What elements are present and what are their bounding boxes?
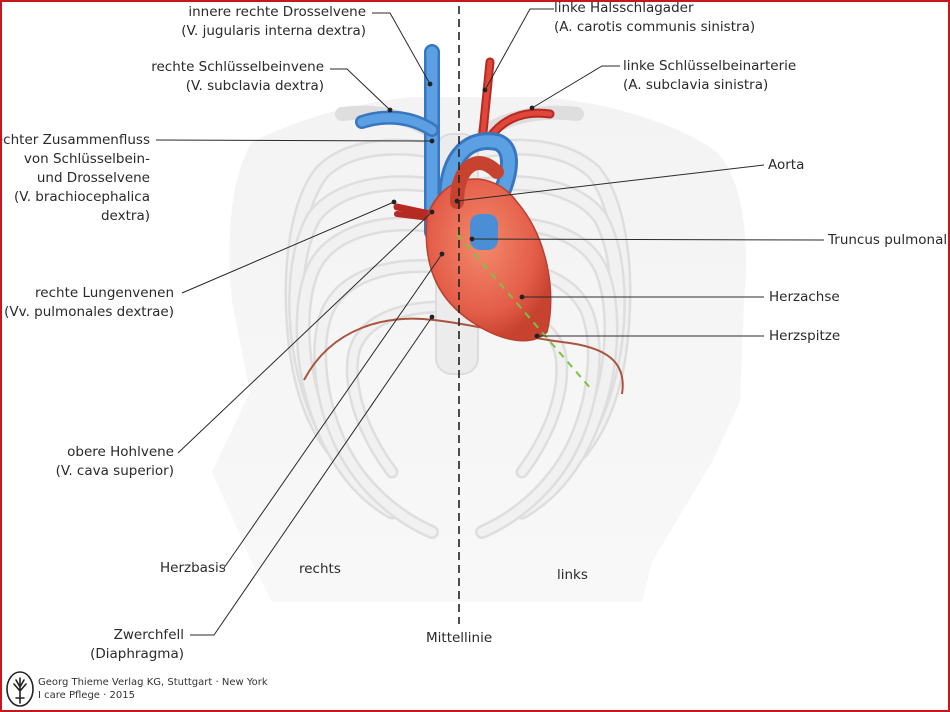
aorta-arch [450, 156, 504, 209]
label-heart-apex: Herzspitze [769, 328, 841, 344]
label-superior-vena-cava: obere Hohlvene (V. cava superior) [55, 444, 174, 479]
label-heart-axis: Herzachse [769, 289, 840, 305]
label-subclavian-vein: rechte Schlüsselbeinvene (V. subclavia d… [151, 59, 324, 94]
publisher-credit: Georg Thieme Verlag KG, Stuttgart · New … [38, 677, 268, 701]
label-pulmonary-veins: rechte Lungenvenen (Vv. pulmonales dextr… [4, 285, 174, 320]
leader-dots [387, 81, 540, 339]
tree-logo-icon [6, 671, 34, 707]
label-brachiocephalic-vein: rechter Zusammenfluss von Schlüsselbein-… [0, 132, 150, 224]
pulmonary-trunk [470, 214, 498, 250]
label-aorta: Aorta [768, 157, 805, 173]
heart [425, 178, 552, 342]
label-left-side: links [557, 567, 588, 583]
leader-lines [155, 8, 825, 636]
label-subclavian-artery: linke Schlüsselbeinarterie (A. subclavia… [623, 58, 797, 93]
label-jugular-vein: innere rechte Drosselvene (V. jugularis … [181, 4, 366, 39]
label-carotid-artery: linke Halsschlagader (A. carotis communi… [554, 0, 756, 35]
label-midline: Mittellinie [426, 630, 493, 646]
label-diaphragm: Zwerchfell (Diaphragma) [90, 627, 184, 662]
heart-axis-line [456, 233, 593, 391]
label-pulmonary-trunk: Truncus pulmonalis [828, 232, 950, 248]
label-right-side: rechts [299, 561, 341, 577]
label-heart-base: Herzbasis [160, 560, 226, 576]
great-vessels [355, 44, 555, 240]
